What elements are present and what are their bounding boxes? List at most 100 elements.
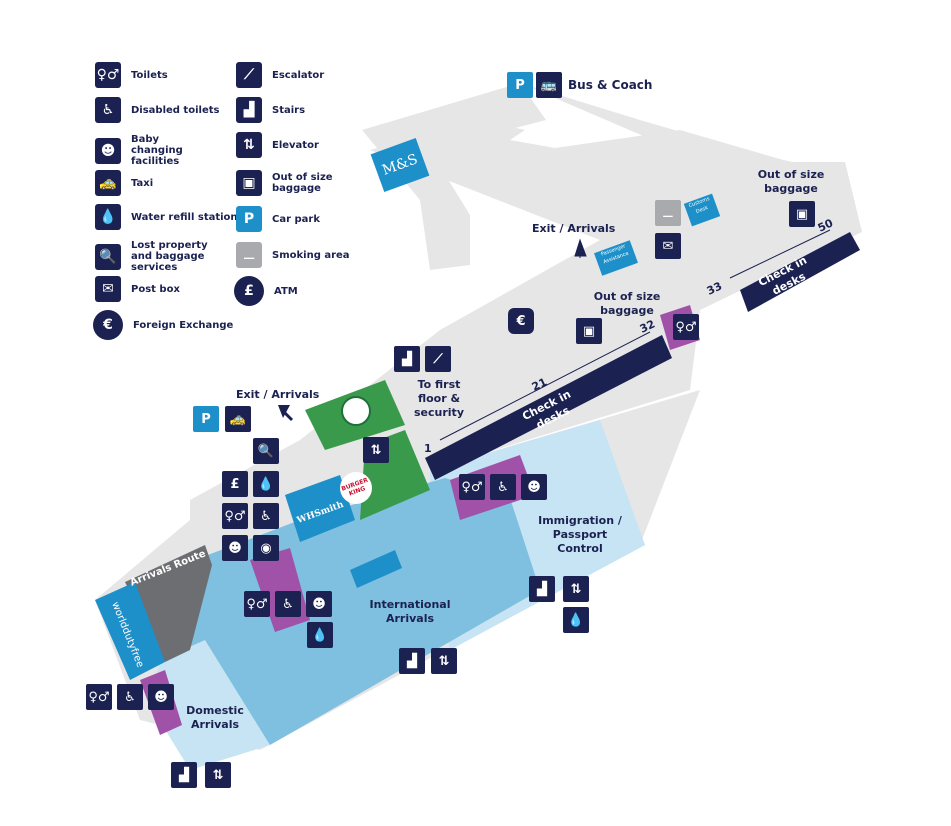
- exit-arrow-top: [574, 238, 587, 258]
- escalator-icon: ⟋: [236, 62, 262, 88]
- legend-item-escalator: ⟋ Escalator: [236, 62, 324, 88]
- baggage-icon: ▣: [789, 201, 815, 227]
- lost-property-icon: 🔍: [253, 438, 279, 464]
- domestic-arrivals-label: Domestic Arrivals: [186, 704, 244, 731]
- elevator-icon: ⇅: [363, 437, 389, 463]
- out-of-size-baggage-label: Out of size baggage: [757, 168, 825, 195]
- stairs-icon: ▟: [236, 97, 262, 123]
- elevator-icon: ⇅: [205, 762, 231, 788]
- legend-item-toilets: ♀♂ Toilets: [95, 62, 168, 88]
- atm-icon: £: [234, 276, 264, 306]
- arrivals-route-strip: [125, 545, 212, 662]
- legend-label: Lost property and baggage services: [131, 240, 208, 273]
- ms-building-floor: [362, 83, 546, 270]
- car-park-icon: P: [193, 406, 219, 432]
- smoking-icon: ⚊: [236, 242, 262, 268]
- arrivals-desk: [350, 550, 402, 588]
- baby-changing-icon: ☻: [95, 137, 121, 164]
- atm-icon: £: [222, 471, 248, 497]
- baggage-icon: ▣: [236, 170, 262, 196]
- exit-arrow-left: [278, 405, 290, 418]
- legend-item-taxi: 🚕 Taxi: [95, 170, 153, 196]
- legend-item-car-park: P Car park: [236, 206, 320, 232]
- water-refill-icon: 💧: [95, 204, 121, 230]
- wheelchair-icon: ♿: [117, 684, 143, 710]
- starbucks-logo: [341, 396, 371, 426]
- legend-label: Foreign Exchange: [133, 319, 234, 331]
- wheelchair-icon: ♿: [253, 503, 279, 529]
- check-in-desks-main: [425, 335, 672, 480]
- legend-label: Elevator: [272, 139, 319, 151]
- bus-icon: 🚌: [536, 72, 562, 98]
- exit-arrow-left-stem: [282, 410, 294, 422]
- domestic-arrivals-zone: [150, 640, 270, 770]
- desk-number-1: 1: [424, 442, 432, 455]
- legend-item-baby-changing: ☻ Baby changing facilities: [95, 134, 211, 167]
- toilets-icon: ♀♂: [86, 684, 112, 710]
- legend-label: Stairs: [272, 104, 306, 116]
- exit-arrivals-label: Exit / Arrivals: [236, 388, 320, 401]
- legend-item-disabled-toilets: ♿ Disabled toilets: [95, 97, 219, 123]
- elevator-icon: ⇅: [431, 648, 457, 674]
- post-box-icon: ✉: [95, 276, 121, 302]
- desk-leader-right: [729, 229, 831, 279]
- car-park-icon: P: [236, 206, 262, 232]
- legend-item-foreign-exchange: € Foreign Exchange: [93, 310, 233, 340]
- baggage-icon: ▣: [576, 318, 602, 344]
- legend-label: Toilets: [131, 69, 168, 81]
- legend-item-stairs: ▟ Stairs: [236, 97, 305, 123]
- toilets-icon: ♀♂: [222, 503, 248, 529]
- lost-property-icon: 🔍: [95, 243, 121, 270]
- legend-label: Car park: [272, 213, 320, 225]
- water-refill-icon: 💧: [253, 471, 279, 497]
- water-refill-icon: 💧: [307, 622, 333, 648]
- legend-item-elevator: ⇅ Elevator: [236, 132, 319, 158]
- legend-item-post-box: ✉ Post box: [95, 276, 180, 302]
- taxi-icon: 🚕: [225, 406, 251, 432]
- exit-arrivals-label: Exit / Arrivals: [532, 222, 616, 235]
- world-duty-free-shop: [95, 582, 165, 680]
- car-park-icon: P: [507, 72, 533, 98]
- baby-changing-icon: ☻: [148, 684, 174, 710]
- first-floor-security-label: To first floor & security: [414, 378, 464, 419]
- toilets-icon: ♀♂: [95, 62, 121, 88]
- legend-label: Taxi: [131, 177, 154, 189]
- legend-item-atm: £ ATM: [234, 276, 298, 306]
- legend-label: Smoking area: [272, 249, 350, 261]
- legend-label: Baby changing facilities: [131, 134, 183, 167]
- stairs-icon: ▟: [394, 346, 420, 372]
- water-refill-icon: 💧: [563, 607, 589, 633]
- legend-label: Escalator: [272, 69, 325, 81]
- world-duty-free-icon: ◉: [253, 535, 279, 561]
- foreign-exchange-icon: €: [93, 310, 123, 340]
- legend-label: Out of size baggage: [272, 172, 333, 194]
- legend-label: ATM: [274, 285, 298, 297]
- legend-label: Post box: [131, 283, 180, 295]
- legend-label: Water refill station: [131, 211, 238, 223]
- elevator-icon: ⇅: [563, 576, 589, 602]
- stairs-icon: ▟: [399, 648, 425, 674]
- legend-item-smoking-area: ⚊ Smoking area: [236, 242, 350, 268]
- desk-leader-main: [439, 331, 651, 441]
- foreign-exchange-icon: €: [508, 308, 534, 334]
- escalator-icon: ⟋: [425, 346, 451, 372]
- immigration-passport-control-label: Immigration / Passport Control: [538, 514, 622, 555]
- international-arrivals-label: International Arrivals: [369, 598, 451, 625]
- smoking-icon: ⚊: [655, 200, 681, 226]
- toilets-icon: ♀♂: [244, 591, 270, 617]
- taxi-icon: 🚕: [95, 170, 121, 196]
- whsmith-unit: [285, 475, 355, 542]
- legend-item-out-of-size-baggage: ▣ Out of size baggage: [236, 170, 334, 196]
- bus-coach-label: Bus & Coach: [568, 78, 653, 92]
- elevator-icon: ⇅: [236, 132, 262, 158]
- stairs-icon: ▟: [171, 762, 197, 788]
- stairs-icon: ▟: [529, 576, 555, 602]
- toilets-icon: ♀♂: [673, 314, 699, 340]
- post-box-icon: ✉: [655, 233, 681, 259]
- wheelchair-icon: ♿: [275, 591, 301, 617]
- baby-changing-icon: ☻: [222, 535, 248, 561]
- wheelchair-icon: ♿: [490, 474, 516, 500]
- legend-label: Disabled toilets: [131, 104, 220, 116]
- baby-changing-icon: ☻: [521, 474, 547, 500]
- legend-item-water-refill: 💧 Water refill station: [95, 204, 238, 230]
